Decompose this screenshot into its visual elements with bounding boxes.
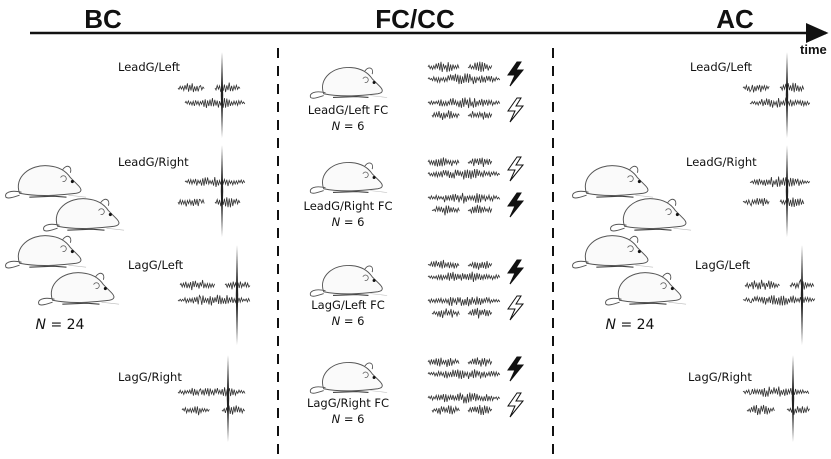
- sound-waveform-segment: [177, 387, 246, 397]
- rat-icon: [571, 165, 654, 199]
- sound-waveform-segment: [427, 271, 501, 283]
- sound-waveform-segment: [467, 307, 493, 319]
- rat-icon: [309, 361, 388, 394]
- sound-waveform-segment: [742, 295, 816, 306]
- ac-group-label: LagG/Left: [695, 258, 751, 272]
- sound-waveform-segment: [467, 404, 493, 416]
- sound-waveform-segment: [184, 177, 246, 187]
- sound-waveform-segment: [742, 198, 770, 207]
- sound-waveform-segment: [214, 197, 241, 208]
- phase-title-bc: BC: [84, 4, 122, 34]
- sound-waveform-segment: [431, 405, 460, 415]
- sound-waveform-segment: [742, 386, 810, 397]
- rat-icon: [42, 198, 125, 232]
- time-axis-label: time: [800, 42, 827, 57]
- sound-waveform-segment: [467, 260, 493, 270]
- click-marker: [785, 145, 789, 237]
- sound-waveform-segment: [427, 259, 460, 269]
- sound-waveform-segment: [779, 82, 805, 93]
- sound-waveform-segment: [177, 83, 205, 93]
- sound-waveform-segment: [427, 369, 501, 380]
- phase-title-ac: AC: [716, 4, 754, 34]
- no-shock-icon: [507, 156, 524, 182]
- click-marker: [220, 145, 224, 237]
- no-shock-icon: [507, 97, 524, 123]
- sound-waveform-segment: [427, 296, 501, 307]
- sound-waveform-segment: [467, 61, 493, 72]
- sound-waveform-segment: [427, 97, 501, 109]
- sound-waveform-segment: [221, 405, 245, 415]
- rat-icon: [37, 272, 120, 306]
- ac-group-label: LeadG/Right: [686, 155, 757, 169]
- bc-group-label: LagG/Left: [128, 258, 184, 272]
- sound-waveform-segment: [177, 198, 205, 207]
- sound-waveform-segment: [746, 404, 775, 416]
- sound-waveform-segment: [786, 405, 810, 415]
- sound-waveform-segment: [179, 279, 215, 291]
- bc-group-label: LagG/Right: [118, 370, 182, 384]
- sound-waveform-segment: [749, 176, 811, 188]
- ac-total-n: N = 24: [605, 317, 655, 333]
- rat-icon: [4, 165, 87, 199]
- sound-waveform-segment: [779, 197, 805, 208]
- sound-waveform-segment: [181, 406, 210, 416]
- bc-group-label: LeadG/Left: [118, 60, 181, 74]
- bc-total-n: N = 24: [35, 317, 85, 333]
- rat-icon: [309, 264, 388, 297]
- sound-waveform-segment: [427, 192, 501, 204]
- click-marker: [226, 355, 230, 442]
- sound-waveform-segment: [431, 205, 460, 216]
- sound-waveform-segment: [427, 357, 460, 367]
- no-shock-icon: [507, 392, 524, 418]
- sound-waveform-segment: [744, 279, 780, 290]
- click-marker: [785, 52, 789, 138]
- click-marker: [220, 52, 224, 138]
- rat-icon: [4, 235, 87, 269]
- sound-waveform-segment: [427, 392, 501, 404]
- sound-waveform-segment: [427, 157, 460, 167]
- sound-waveform-segment: [427, 169, 501, 180]
- sound-waveform-segment: [742, 83, 770, 93]
- sound-waveform-segment: [467, 110, 493, 120]
- rat-icon: [604, 272, 687, 306]
- shock-icon: [507, 192, 524, 218]
- sound-waveform-segment: [427, 61, 460, 73]
- click-marker: [235, 245, 239, 345]
- bc-group-label: LeadG/Right: [118, 155, 189, 169]
- click-marker: [791, 355, 795, 442]
- sound-waveform-segment: [184, 97, 246, 109]
- click-marker: [800, 245, 804, 345]
- sound-waveform-segment: [427, 73, 501, 85]
- sound-waveform-segment: [214, 82, 241, 93]
- ac-group-label: LeadG/Left: [690, 60, 753, 74]
- rat-icon: [309, 66, 388, 99]
- sound-waveform-segment: [177, 294, 251, 306]
- no-shock-icon: [507, 295, 524, 321]
- sound-waveform-segment: [431, 308, 460, 319]
- rat-icon: [571, 235, 654, 269]
- rat-icon: [609, 198, 692, 232]
- shock-icon: [507, 356, 524, 382]
- sound-waveform-segment: [467, 157, 493, 167]
- sound-waveform-segment: [749, 97, 811, 108]
- ac-group-label: LagG/Right: [688, 370, 752, 384]
- shock-icon: [507, 259, 524, 285]
- sound-waveform-segment: [467, 357, 493, 367]
- shock-icon: [507, 61, 524, 87]
- phase-title-fc-cc: FC/CC: [375, 4, 455, 34]
- rat-icon: [309, 161, 388, 194]
- sound-waveform-segment: [431, 110, 460, 120]
- sound-waveform-segment: [467, 204, 493, 215]
